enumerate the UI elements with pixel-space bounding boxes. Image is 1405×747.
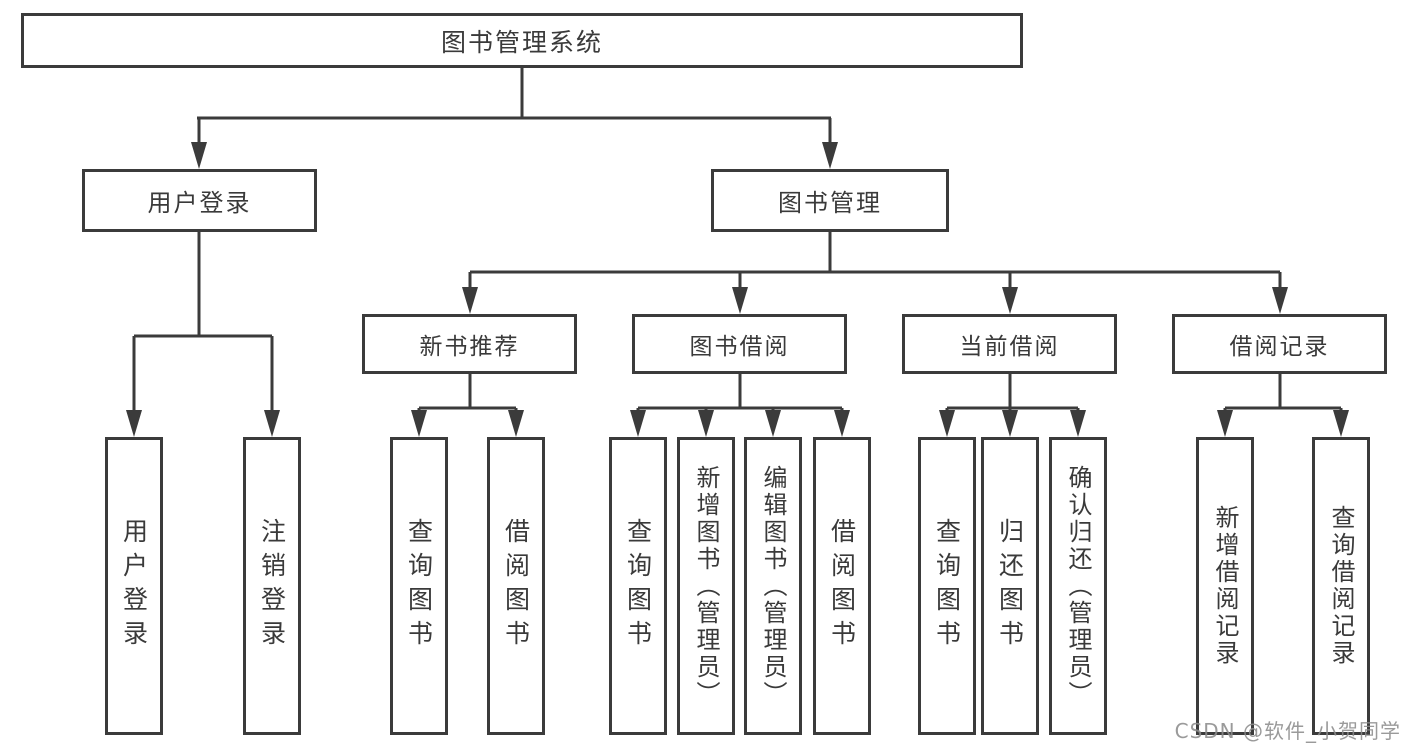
leaf-borrow-query-book: 查询图书 [609, 437, 667, 735]
leaf-return-book: 归还图书 [981, 437, 1039, 735]
leaf-add-book-admin: 新增图书（管理员） [677, 437, 735, 735]
leaf-recommend-query-book: 查询图书 [390, 437, 448, 735]
arrow-down-icon [508, 410, 524, 437]
node-new-book-recommend-label: 新书推荐 [419, 334, 520, 360]
arrow-down-icon [1002, 287, 1018, 314]
arrow-down-icon [732, 287, 748, 314]
leaf-logout: 注销登录 [243, 437, 301, 735]
leaf-query-borrow-record: 查询借阅记录 [1312, 437, 1370, 735]
leaf-confirm-return-admin-label: 确认归还（管理员） [1064, 464, 1092, 708]
leaf-confirm-return-admin: 确认归还（管理员） [1049, 437, 1107, 735]
arrow-down-icon [462, 287, 478, 314]
node-book-management: 图书管理 [711, 169, 949, 232]
leaf-add-borrow-record: 新增借阅记录 [1196, 437, 1254, 735]
leaf-borrow-book: 借阅图书 [813, 437, 871, 735]
arrow-down-icon [1217, 410, 1233, 437]
arrow-down-icon [1070, 410, 1086, 437]
node-root: 图书管理系统 [21, 13, 1023, 68]
leaf-recommend-borrow-book: 借阅图书 [487, 437, 545, 735]
leaf-edit-book-admin-label: 编辑图书（管理员） [759, 464, 787, 708]
leaf-borrow-query-book-label: 查询图书 [623, 518, 653, 654]
node-current-borrow-label: 当前借阅 [959, 334, 1060, 360]
node-user-login: 用户登录 [82, 169, 317, 232]
arrow-down-icon [1272, 287, 1288, 314]
leaf-current-query-book-label: 查询图书 [932, 518, 962, 654]
leaf-return-book-label: 归还图书 [995, 518, 1025, 654]
node-book-borrow-label: 图书借阅 [689, 334, 790, 360]
leaf-borrow-book-label: 借阅图书 [827, 518, 857, 654]
leaf-user-login-label: 用户登录 [119, 518, 149, 654]
leaf-logout-label: 注销登录 [257, 518, 287, 654]
leaf-add-borrow-record-label: 新增借阅记录 [1211, 505, 1239, 667]
leaf-query-borrow-record-label: 查询借阅记录 [1327, 505, 1355, 667]
leaf-edit-book-admin: 编辑图书（管理员） [744, 437, 802, 735]
node-current-borrow: 当前借阅 [902, 314, 1117, 374]
arrow-down-icon [264, 410, 280, 437]
arrowheads [126, 142, 1349, 437]
arrow-down-icon [411, 410, 427, 437]
arrow-down-icon [630, 410, 646, 437]
node-user-login-label: 用户登录 [147, 189, 252, 217]
node-book-management-label: 图书管理 [778, 189, 882, 217]
arrow-down-icon [834, 410, 850, 437]
leaf-recommend-query-book-label: 查询图书 [404, 518, 434, 654]
leaf-current-query-book: 查询图书 [918, 437, 976, 735]
arrow-down-icon [822, 142, 838, 169]
node-book-borrow: 图书借阅 [632, 314, 847, 374]
arrow-down-icon [1333, 410, 1349, 437]
leaf-recommend-borrow-book-label: 借阅图书 [501, 518, 531, 654]
arrow-down-icon [1002, 410, 1018, 437]
arrow-down-icon [191, 142, 207, 169]
node-root-label: 图书管理系统 [440, 27, 603, 57]
arrow-down-icon [939, 410, 955, 437]
watermark-text: CSDN @软件_小贺同学 [1174, 719, 1401, 743]
arrow-down-icon [126, 410, 142, 437]
arrow-down-icon [698, 410, 714, 437]
node-borrow-records-label: 借阅记录 [1229, 334, 1330, 360]
node-new-book-recommend: 新书推荐 [362, 314, 577, 374]
leaf-add-book-admin-label: 新增图书（管理员） [692, 464, 720, 708]
arrow-down-icon [765, 410, 781, 437]
node-borrow-records: 借阅记录 [1172, 314, 1387, 374]
leaf-user-login: 用户登录 [105, 437, 163, 735]
